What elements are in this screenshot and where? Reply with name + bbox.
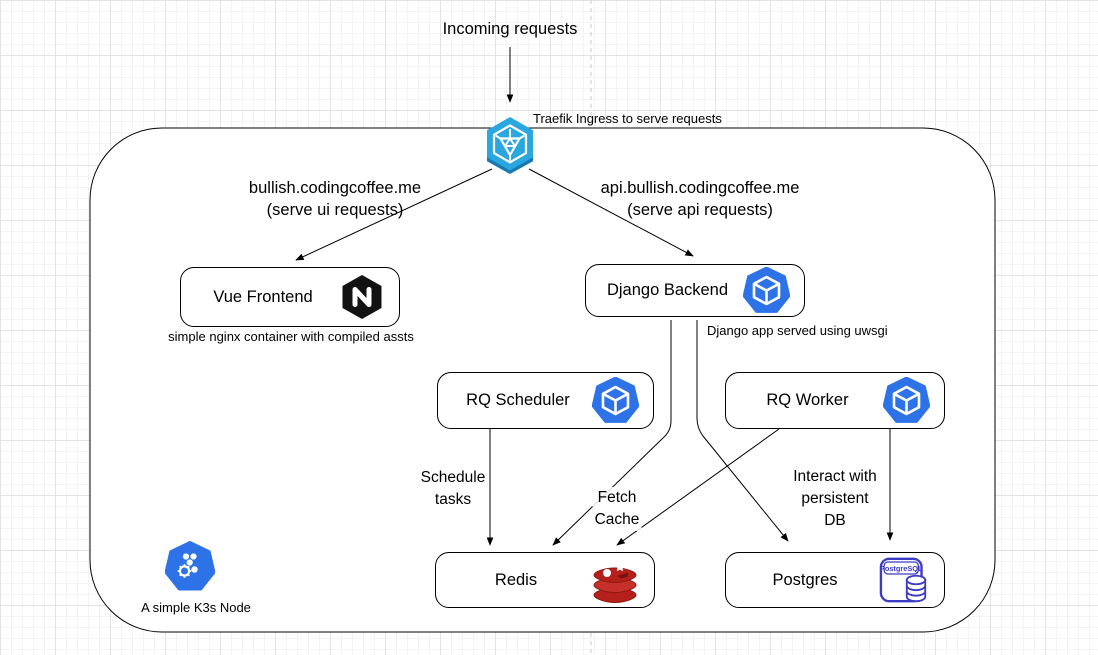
fetch-cache-label: Fetch Cache [592,487,642,531]
route-ui-note: (serve ui requests) [266,201,404,219]
fetch-cache-line1: Fetch [592,487,642,509]
interact-db-label: Interact with persistent DB [791,466,879,532]
route-api-label: api.bullish.codingcoffee.me (serve api r… [601,177,800,221]
incoming-requests-label: Incoming requests [442,20,578,38]
traefik-caption: Traefik Ingress to serve requests [533,111,722,126]
interact-db-line3: DB [791,510,879,532]
route-api-note: (serve api requests) [627,201,773,219]
rq-worker-label: RQ Worker [766,391,849,409]
node-django-backend[interactable]: Django Backend [585,264,805,317]
k3s-node-icon[interactable] [165,541,215,591]
vue-caption: simple nginx container with compiled ass… [168,329,414,344]
schedule-tasks-line2: tasks [418,489,488,511]
interact-db-line2: persistent [791,488,879,510]
traefik-ingress-icon[interactable] [482,116,538,174]
k3s-caption: A simple K3s Node [141,600,251,615]
schedule-tasks-line1: Schedule [418,467,488,489]
interact-db-line1: Interact with [791,466,879,488]
edge-django-to-postgres [696,320,789,542]
vue-frontend-label: Vue Frontend [213,287,313,306]
k8s-pod-icon [883,377,930,424]
redis-icon [590,557,640,603]
django-backend-label: Django Backend [606,281,729,299]
rq-scheduler-label: RQ Scheduler [466,391,570,409]
k8s-pod-icon [592,377,639,424]
postgresql-icon [878,556,930,604]
redis-label: Redis [494,570,538,589]
node-postgres[interactable]: Postgres [725,552,945,608]
route-api-domain: api.bullish.codingcoffee.me [600,179,800,197]
schedule-tasks-label: Schedule tasks [418,467,488,511]
route-ui-label: bullish.codingcoffee.me (serve ui reques… [249,177,421,221]
k8s-pod-icon [743,267,790,314]
postgres-label: Postgres [772,570,838,589]
nginx-icon [339,274,385,320]
node-redis[interactable]: Redis [435,552,655,608]
route-ui-domain: bullish.codingcoffee.me [248,179,422,197]
django-caption: Django app served using uwsgi [707,323,888,338]
fetch-cache-line2: Cache [592,509,642,531]
node-rq-worker[interactable]: RQ Worker [725,372,945,429]
node-rq-scheduler[interactable]: RQ Scheduler [437,372,654,429]
node-vue-frontend[interactable]: Vue Frontend [180,267,400,327]
